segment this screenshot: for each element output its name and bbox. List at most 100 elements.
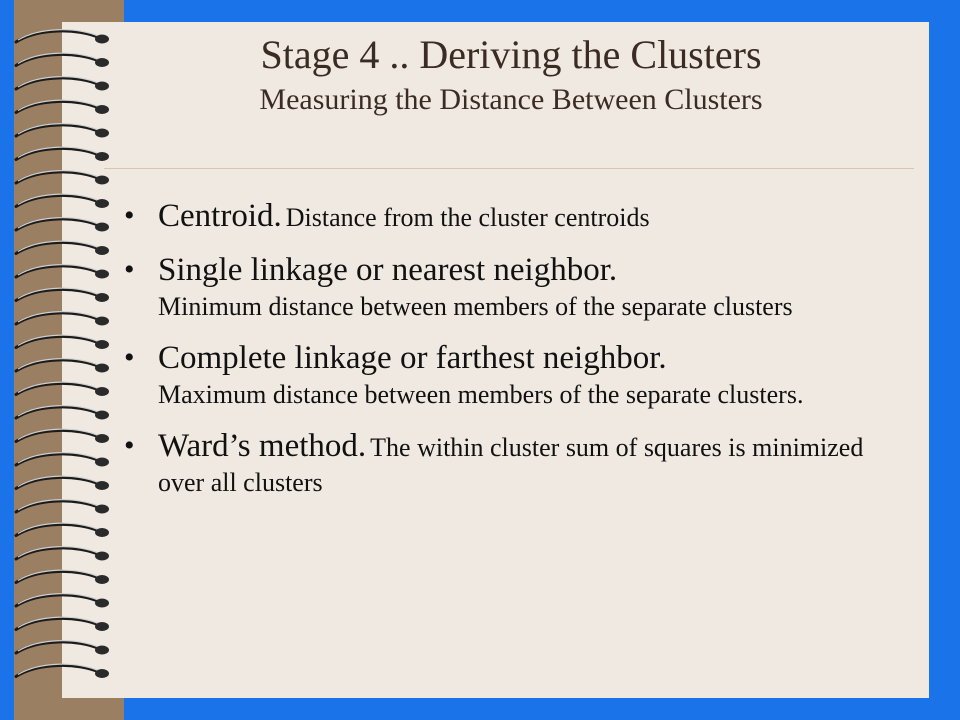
title-divider <box>104 168 914 169</box>
spiral-ring <box>14 170 102 185</box>
spiral-ring-highlight <box>17 99 99 112</box>
spiral-ring-highlight <box>17 522 99 535</box>
spiral-ring-highlight <box>17 663 99 676</box>
spiral-ring <box>14 382 102 396</box>
binding-hole <box>95 645 109 655</box>
spiral-ring <box>14 358 102 373</box>
spiral-ring <box>14 288 102 302</box>
binding-hole <box>95 246 109 255</box>
spiral-ring <box>14 194 102 208</box>
spiral-ring-highlight <box>17 358 99 370</box>
spiral-ring-highlight <box>17 29 99 41</box>
spiral-ring <box>14 617 102 631</box>
spiral-ring-highlight <box>17 193 99 206</box>
spiral-ring-highlight <box>17 264 99 276</box>
spiral-ring <box>14 523 102 537</box>
spiral-ring-highlight <box>17 76 99 88</box>
slide-title-block: Stage 4 .. Deriving the Clusters Measuri… <box>96 30 926 120</box>
binding-hole <box>95 622 109 631</box>
bullet-detail: The within cluster sum of squares is min… <box>158 433 864 497</box>
bullet-item: • Ward’s method. The within cluster sum … <box>118 426 878 500</box>
spiral-ring <box>14 664 102 678</box>
bullet-detail: Minimum distance between members of the … <box>158 292 793 321</box>
binding-hole <box>95 316 109 326</box>
binding-hole <box>95 434 109 443</box>
spiral-ring-highlight <box>17 311 99 323</box>
binding-hole <box>95 387 109 396</box>
spiral-ring-highlight <box>17 499 99 511</box>
spiral-ring-highlight <box>17 334 99 347</box>
binding-tab-bottom <box>0 430 14 720</box>
binding-hole <box>95 575 109 584</box>
slide-title: Stage 4 .. Deriving the Clusters <box>260 32 762 77</box>
spiral-ring <box>14 217 102 232</box>
spiral-ring <box>14 53 102 67</box>
spiral-ring-highlight <box>17 475 99 488</box>
spiral-ring <box>14 241 102 255</box>
spiral-ring <box>14 429 102 443</box>
spiral-ring-highlight <box>17 593 99 605</box>
spiral-ring <box>14 546 102 561</box>
spiral-binding-icon <box>14 29 109 678</box>
spiral-ring <box>14 264 102 279</box>
bullet-icon: • <box>124 253 135 286</box>
spiral-ring <box>14 100 102 114</box>
bullet-detail: Distance from the cluster centroids <box>285 203 650 232</box>
bullet-list: • Centroid. Distance from the cluster ce… <box>118 196 878 514</box>
spiral-ring <box>14 499 102 514</box>
binding-hole <box>95 34 109 44</box>
spiral-ring <box>14 29 102 44</box>
spiral-ring-highlight <box>17 569 99 582</box>
bullet-lead: Complete linkage or farthest neighbor. <box>158 340 667 376</box>
binding-hole <box>95 81 109 91</box>
spiral-ring <box>14 335 102 349</box>
spiral-ring <box>14 570 102 584</box>
spiral-ring-highlight <box>17 405 99 417</box>
bullet-item: • Single linkage or nearest neighbor. Mi… <box>118 250 878 324</box>
bullet-item: • Centroid. Distance from the cluster ce… <box>118 196 878 236</box>
binding-hole <box>95 481 109 490</box>
spiral-ring <box>14 476 102 490</box>
spiral-ring <box>14 640 102 655</box>
binding-hole <box>95 340 109 349</box>
spiral-ring-highlight <box>17 381 99 394</box>
binding-hole <box>95 669 109 678</box>
spiral-ring <box>14 147 102 161</box>
slide-page <box>62 22 929 698</box>
spiral-ring-highlight <box>17 170 99 182</box>
spiral-ring <box>14 405 102 420</box>
bullet-item: • Complete linkage or farthest neighbor.… <box>118 338 878 412</box>
bullet-icon: • <box>124 199 135 232</box>
spiral-ring-highlight <box>17 287 99 300</box>
spiral-ring-highlight <box>17 546 99 558</box>
spiral-ring <box>14 123 102 138</box>
spiral-ring-highlight <box>17 428 99 441</box>
binding-hole <box>95 504 109 514</box>
spiral-ring-highlight <box>17 452 99 464</box>
spiral-ring <box>14 452 102 467</box>
binding-hole <box>95 551 109 561</box>
spiral-ring <box>14 311 102 326</box>
binding-hole <box>95 199 109 208</box>
binding-hole <box>95 152 109 161</box>
bullet-icon: • <box>124 341 135 374</box>
bullet-lead: Centroid. <box>158 198 282 234</box>
binding-hole <box>95 457 109 467</box>
slide-subtitle: Measuring the Distance Between Clusters <box>259 83 763 116</box>
binding-hole <box>95 222 109 232</box>
spiral-ring-highlight <box>17 217 99 229</box>
binding-hole <box>95 363 109 373</box>
binding-hole <box>95 598 109 608</box>
binding-hole <box>95 269 109 279</box>
binding-hole <box>95 293 109 302</box>
binding-tab-top <box>0 0 14 430</box>
bullet-detail: Maximum distance between members of the … <box>158 380 804 409</box>
binding-hole <box>95 175 109 185</box>
spiral-ring <box>14 76 102 91</box>
spiral-ring-highlight <box>17 123 99 135</box>
bullet-lead: Single linkage or nearest neighbor. <box>158 252 618 288</box>
binding-hole <box>95 58 109 67</box>
spiral-ring-highlight <box>17 616 99 629</box>
binding-hole <box>95 128 109 138</box>
binding-hole <box>95 105 109 114</box>
